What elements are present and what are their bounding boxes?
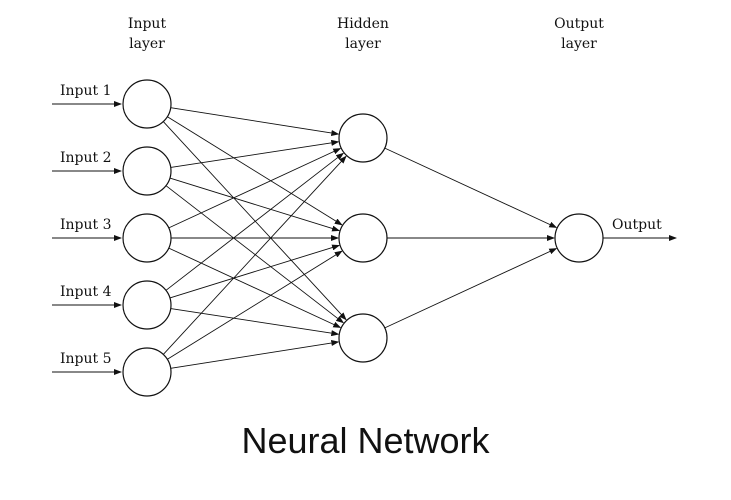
- input-neuron-2: [122, 146, 172, 196]
- input-label-3: Input 3: [60, 217, 112, 233]
- connections: [162, 107, 558, 369]
- hidden-layer-header-line2: layer: [345, 36, 381, 52]
- edge-input-4-to-hidden-3: [170, 308, 340, 337]
- input-layer-header-line1: Input: [128, 16, 167, 32]
- edge-input-3-to-hidden-1: [168, 148, 342, 229]
- hidden-layer-header-line1: Hidden: [337, 16, 389, 32]
- edge-input-2-to-hidden-1: [170, 139, 340, 168]
- edge-hidden-3-to-output-1: [384, 248, 558, 329]
- edge-input-4-to-hidden-1: [165, 152, 344, 291]
- edge-input-3-to-hidden-3: [168, 247, 342, 328]
- edge-input-1-to-hidden-2: [167, 116, 343, 226]
- hidden-neuron-3: [338, 313, 388, 363]
- edge-hidden-1-to-output-1: [384, 147, 558, 228]
- edge-input-2-to-hidden-3: [165, 185, 344, 324]
- input-label-2: Input 2: [60, 150, 112, 166]
- edge-input-5-to-hidden-3: [170, 340, 340, 369]
- input-neuron-1: [122, 79, 172, 129]
- input-neuron-5: [122, 347, 172, 397]
- output-neuron: [554, 213, 604, 263]
- output-layer-header-line1: Output: [554, 16, 604, 32]
- output-layer-header-line2: layer: [561, 36, 597, 52]
- input-layer-header-line2: layer: [129, 36, 165, 52]
- input-label-5: Input 5: [60, 351, 112, 367]
- output-label: Output: [612, 217, 662, 233]
- edge-input-1-to-hidden-1: [170, 107, 340, 136]
- edge-input-1-to-hidden-3: [162, 121, 347, 321]
- hidden-neuron-1: [338, 113, 388, 163]
- input-label-4: Input 4: [60, 284, 112, 300]
- input-neuron-4: [122, 280, 172, 330]
- input-label-1: Input 1: [60, 83, 112, 99]
- edge-input-5-to-hidden-2: [167, 250, 343, 360]
- edge-input-2-to-hidden-2: [169, 177, 341, 232]
- hidden-neuron-2: [338, 213, 388, 263]
- edge-input-5-to-hidden-1: [162, 155, 347, 355]
- page-title: Neural Network: [241, 420, 490, 461]
- input-neuron-3: [122, 213, 172, 263]
- edge-input-4-to-hidden-2: [169, 244, 341, 299]
